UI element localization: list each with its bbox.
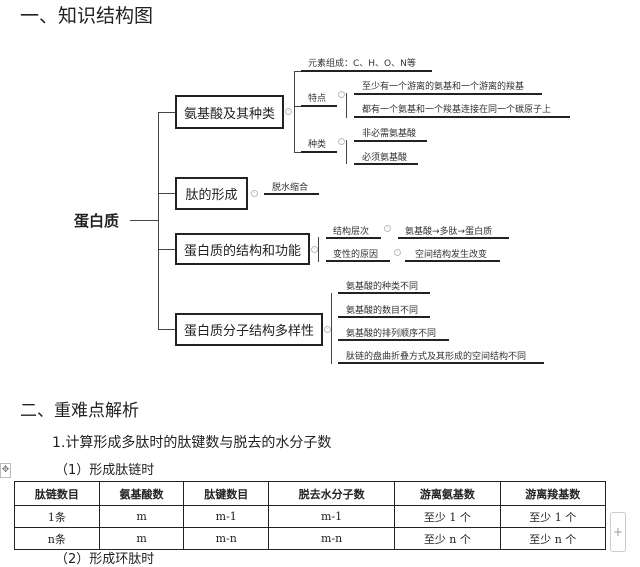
subheading-cyclic: （2）形成环肽时 — [55, 552, 155, 567]
node-kind-item[interactable]: 必须氨基酸 — [362, 153, 408, 163]
node-feature-item[interactable]: 都有一个氨基和一个羧基连接在同一个碳原子上 — [362, 105, 552, 115]
collapse-icon[interactable]: - — [311, 246, 318, 253]
add-column-button[interactable]: + — [610, 512, 626, 552]
table-cell: 至少 1 个 — [394, 505, 501, 528]
table-cell: m-n — [268, 527, 396, 550]
table-move-handle-icon[interactable]: ✥ — [0, 463, 11, 478]
collapse-icon[interactable]: - — [338, 91, 345, 98]
node-diversity-item[interactable]: 氨基酸的种类不同 — [346, 282, 419, 292]
node-feature-item[interactable]: 至少有一个游离的氨基和一个游离的羧基 — [362, 82, 525, 92]
section-title-key-points: 二、重难点解析 — [20, 401, 139, 421]
node-diversity-item[interactable]: 肽链的盘曲折叠方式及其形成的空间结构不同 — [346, 352, 527, 362]
table-cell: m — [98, 527, 185, 550]
node-kind-item[interactable]: 非必需氨基酸 — [362, 129, 417, 139]
table-cell: m-n — [183, 527, 270, 550]
node-denature-cause[interactable]: 变性的原因 — [333, 250, 379, 260]
node-peptide-formation[interactable]: 肽的形成 — [175, 177, 248, 210]
collapse-icon[interactable]: - — [394, 249, 401, 256]
collapse-icon[interactable]: - — [285, 108, 292, 115]
table-header: 脱去水分子数 — [268, 481, 396, 506]
subheading-calculation: 1.计算形成多肽时的肽键数与脱去的水分子数 — [52, 435, 332, 451]
table-row: n条 m m-n m-n 至少 n 个 至少 n 个 — [14, 527, 607, 550]
subheading-chain: （1）形成肽链时 — [55, 463, 155, 478]
node-denature-value[interactable]: 空间结构发生改变 — [415, 250, 488, 260]
table-header: 肽键数目 — [183, 481, 270, 506]
node-diversity-item[interactable]: 氨基酸的数目不同 — [346, 306, 419, 316]
table-header: 游离氨基数 — [394, 481, 501, 506]
root-node: 蛋白质 — [74, 212, 120, 230]
table-cell: m-1 — [268, 505, 396, 528]
node-structure-level[interactable]: 结构层次 — [333, 227, 370, 237]
collapse-icon[interactable]: - — [324, 326, 331, 333]
node-structure-level-value[interactable]: 氨基酸→多肽→蛋白质 — [405, 227, 493, 237]
node-elements[interactable]: 元素组成：C、H、O、N等 — [308, 59, 416, 69]
section-title-knowledge-structure: 一、知识结构图 — [20, 5, 154, 27]
table-cell: n条 — [14, 527, 100, 550]
table-cell: 1条 — [14, 505, 100, 528]
table-header: 肽链数目 — [14, 481, 100, 506]
table-cell: 至少 n 个 — [499, 527, 607, 550]
node-diversity[interactable]: 蛋白质分子结构多样性 — [175, 313, 323, 346]
node-dehydration[interactable]: 脱水缩合 — [272, 183, 309, 193]
node-diversity-item[interactable]: 氨基酸的排列顺序不同 — [346, 329, 437, 339]
table-cell: 至少 1 个 — [499, 505, 607, 528]
table-cell: m — [98, 505, 185, 528]
collapse-icon[interactable]: - — [384, 225, 391, 232]
table-header-row: 肽链数目 氨基酸数 肽键数目 脱去水分子数 游离氨基数 游离羧基数 — [14, 481, 607, 506]
table-header: 游离羧基数 — [499, 481, 607, 506]
node-kind[interactable]: 种类 — [308, 140, 327, 150]
collapse-icon[interactable]: - — [251, 190, 258, 197]
peptide-table: 肽链数目 氨基酸数 肽键数目 脱去水分子数 游离氨基数 游离羧基数 1条 m m… — [14, 481, 607, 550]
table-cell: m-1 — [183, 505, 270, 528]
node-amino-acids[interactable]: 氨基酸及其种类 — [175, 95, 284, 129]
table-cell: 至少 n 个 — [394, 527, 501, 550]
collapse-icon[interactable]: - — [338, 138, 345, 145]
node-structure-function[interactable]: 蛋白质的结构和功能 — [175, 233, 310, 265]
table-header: 氨基酸数 — [98, 481, 185, 506]
node-feature[interactable]: 特点 — [308, 94, 327, 104]
table-row: 1条 m m-1 m-1 至少 1 个 至少 1 个 — [14, 505, 607, 528]
